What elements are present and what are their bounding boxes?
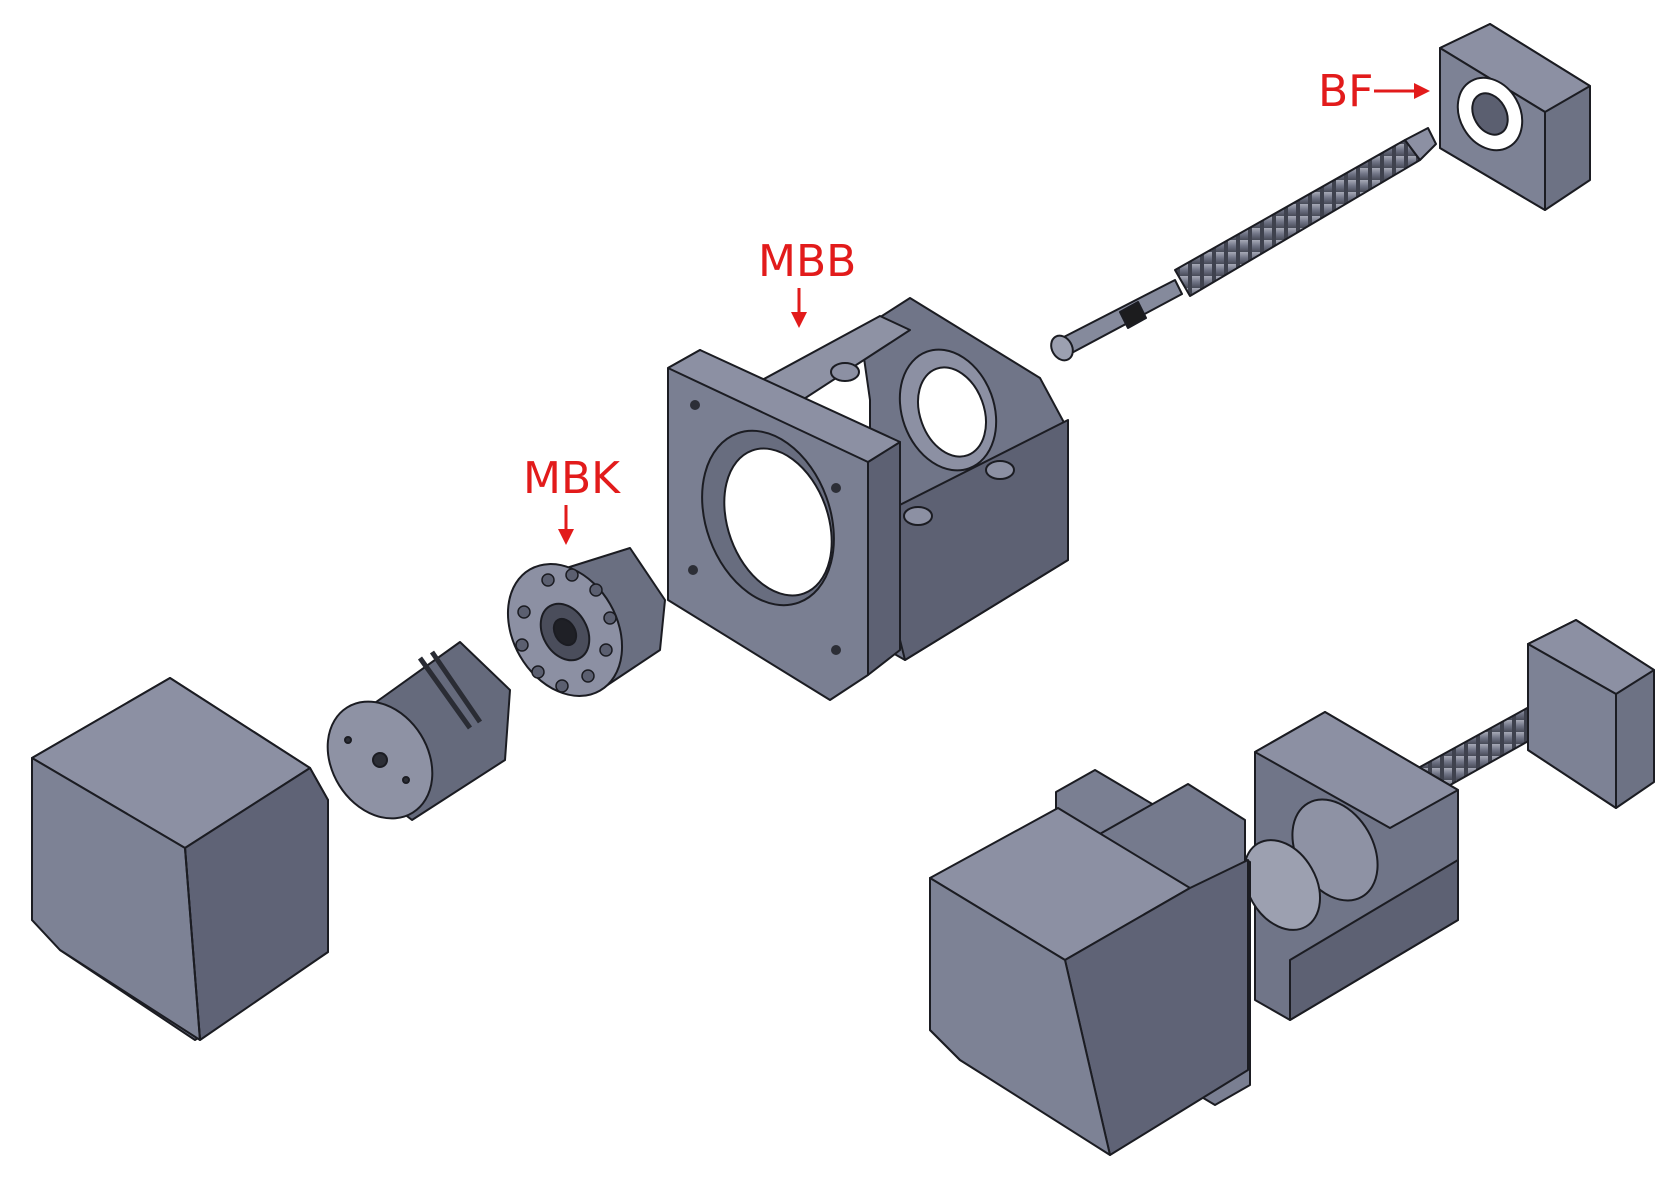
mbb-label: MBB [758,236,857,287]
assembled-unit [929,619,1655,1156]
bf-label: BF [1318,66,1374,117]
callout-arrows [558,83,1430,545]
motor-left [31,677,329,1041]
ball-screw-shaft [1050,127,1437,362]
bf-support-unit [1439,23,1591,211]
coupling [326,641,511,821]
mbk-label: MBK [523,453,621,504]
mbb-motor-bracket [667,297,1069,701]
mbk-support-unit [506,547,666,697]
